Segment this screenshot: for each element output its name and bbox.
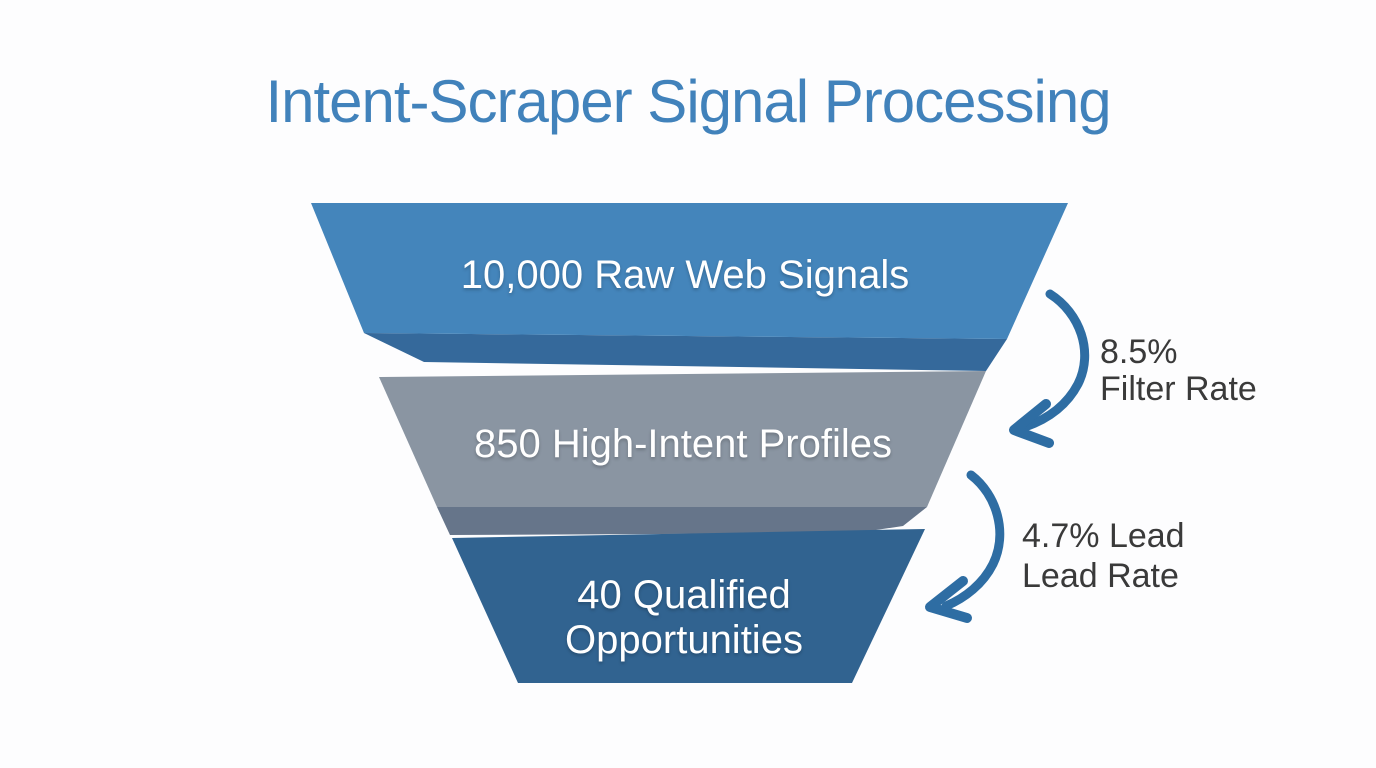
stage3-label-line2: Opportunities xyxy=(565,618,803,662)
arrow1-shaft xyxy=(1020,289,1090,432)
stage3-trapezoid xyxy=(452,529,925,683)
filter-rate-label: Filter Rate xyxy=(1100,370,1257,408)
arrow2-shaft xyxy=(941,470,1005,611)
arrow2-head xyxy=(925,576,972,623)
funnel-stage-raw-signals: 10,000 Raw Web Signals xyxy=(311,203,1068,371)
stage1-trapezoid xyxy=(311,203,1068,339)
funnel-stage-high-intent: 850 High-Intent Profiles xyxy=(379,371,986,535)
curved-arrow-icon-filter-rate xyxy=(1009,289,1090,448)
stage1-bottom-edge xyxy=(364,333,1007,371)
curved-arrow-icon-lead-rate xyxy=(925,470,1005,623)
lead-rate-label: Lead Rate xyxy=(1022,557,1179,595)
stage2-bottom-edge xyxy=(437,507,927,535)
stage2-label: 850 High-Intent Profiles xyxy=(474,422,892,466)
stage2-trapezoid xyxy=(379,371,986,507)
stage1-label: 10,000 Raw Web Signals xyxy=(461,253,909,297)
lead-rate-value: 4.7% Lead xyxy=(1022,517,1185,555)
annotation-lead-rate: 4.7% Lead Lead Rate xyxy=(1022,517,1185,595)
arrow1-head xyxy=(1009,399,1054,448)
stage3-label-line1: 40 Qualified xyxy=(577,573,790,617)
funnel-stage-qualified: 40 Qualified Opportunities xyxy=(452,529,925,683)
filter-rate-value: 8.5% xyxy=(1100,333,1178,371)
page-title: Intent-Scraper Signal Processing xyxy=(265,68,1110,135)
annotation-filter-rate: 8.5% Filter Rate xyxy=(1100,333,1257,408)
